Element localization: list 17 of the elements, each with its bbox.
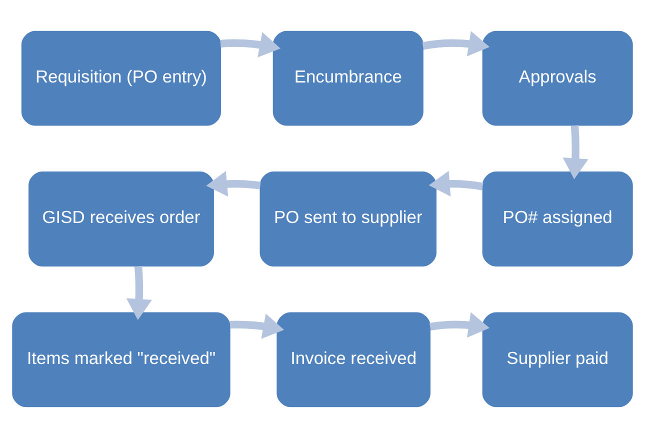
arrow [126, 265, 152, 320]
arrow [429, 312, 490, 338]
arrow [230, 313, 284, 338]
arrow [562, 124, 588, 179]
node-box: Supplier paid [482, 312, 633, 407]
node-box: PO sent to supplier [260, 171, 436, 266]
arrow [422, 30, 490, 56]
arrow [206, 170, 261, 196]
arrow [428, 170, 484, 196]
node-box: PO# assigned [482, 171, 633, 266]
node-box: GISD receives order [28, 171, 214, 266]
node-box: Encumbrance [272, 30, 424, 126]
node-box: Invoice received [276, 312, 430, 407]
arrow [220, 32, 281, 57]
node-box: Items marked "received" [12, 312, 230, 407]
node-box: Approvals [482, 30, 633, 126]
node-box: Requisition (PO entry) [21, 30, 222, 126]
